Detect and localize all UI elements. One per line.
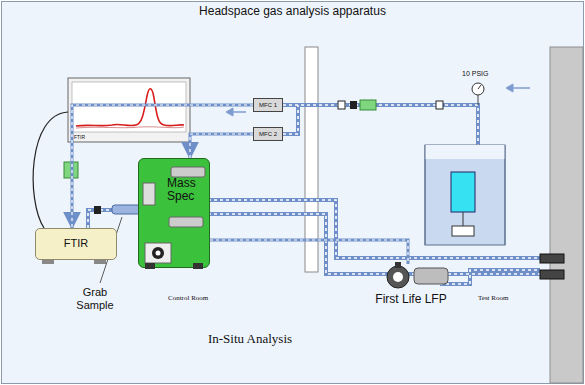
tube-line — [283, 105, 478, 150]
node-label: Mass Spec — [167, 177, 207, 203]
text-label: Grab Sample — [65, 286, 125, 312]
gas-line-stripe — [210, 240, 408, 264]
ftir-analyzer: FTIR — [35, 228, 117, 260]
valves — [64, 100, 443, 214]
test-vessel — [425, 145, 505, 245]
flow-arrows — [226, 84, 530, 116]
pressure-gauge — [472, 83, 484, 105]
feed-through-ports — [540, 254, 564, 279]
mass-spectrometer: Mass Spec — [138, 158, 210, 268]
mass-flow-controller: MFC 1 — [253, 98, 283, 112]
tube-stripe — [283, 105, 478, 150]
gas-line — [210, 240, 408, 264]
text-label: Control Room — [168, 294, 208, 302]
node-label: FTIR — [36, 237, 116, 249]
caption: In-Situ Analysis — [170, 331, 330, 347]
tubing — [88, 105, 540, 284]
test-room-column — [550, 47, 583, 383]
pump: First Life LFP — [362, 264, 460, 308]
tube-line — [440, 270, 540, 284]
mass-flow-controller: MFC 2 — [253, 127, 283, 141]
text-label: Test Room — [478, 294, 508, 302]
room-wall — [305, 47, 318, 272]
tube-stripe — [283, 105, 298, 134]
gas-line-stripe — [190, 134, 253, 158]
title: Headspace gas analysis apparatus — [0, 4, 585, 18]
node-label: First Life LFP — [362, 292, 460, 306]
tube-line — [283, 105, 298, 134]
node-label: MFC 1 — [257, 101, 279, 109]
text-label: 10 PSIG — [462, 70, 488, 77]
monitor-cable — [33, 112, 68, 228]
tube-stripe — [440, 270, 540, 284]
ftir-feet — [42, 260, 106, 264]
text-label: FTIR — [74, 134, 85, 140]
ftir-monitor — [68, 78, 190, 142]
mass-spectrometer-detail — [139, 159, 209, 269]
gas-line — [190, 134, 253, 158]
node-label: MFC 2 — [257, 130, 279, 138]
